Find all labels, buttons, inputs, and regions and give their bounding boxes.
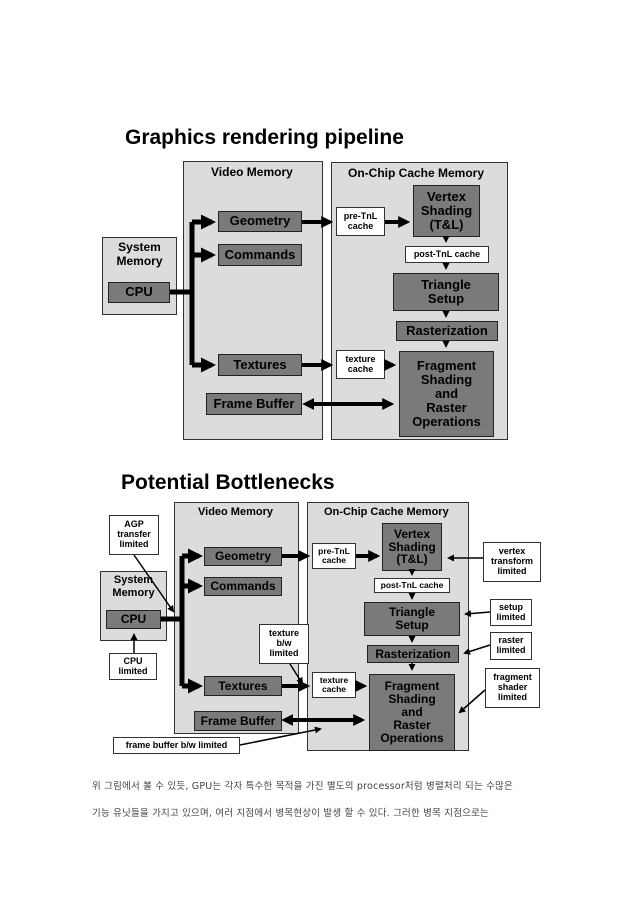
body-text-line-2: 기능 유닛들을 가지고 있으며, 여러 지점에서 병목현상이 발생 할 수 있다… — [92, 808, 489, 819]
diagram2-triangle-setup-box: Triangle Setup — [364, 602, 460, 636]
diagram2-textures-box: Textures — [204, 676, 282, 696]
diagram2-fragment-shader-limited: fragment shader limited — [485, 668, 540, 708]
diagram1-rasterization-box: Rasterization — [396, 321, 498, 341]
d2-fb-bw-pointer — [239, 726, 322, 746]
d2-fragment-pointer — [458, 689, 486, 714]
diagram1-cpu-box: CPU — [108, 282, 170, 303]
diagram2-frame-buffer-bw-limited: frame buffer b/w limited — [113, 737, 240, 754]
diagram2-cpu-limited: CPU limited — [109, 653, 157, 680]
diagram2-agp-limited: AGP transfer limited — [109, 515, 159, 555]
diagram2-raster-limited: raster limited — [490, 632, 532, 660]
diagram2-system-memory-label: System Memory — [112, 574, 155, 599]
diagram1-title: Graphics rendering pipeline — [125, 126, 404, 149]
diagram2-texture-bw-limited: texture b/w limited — [259, 624, 309, 664]
diagram1-frame-buffer-box: Frame Buffer — [206, 393, 302, 415]
diagram1-onchip-label: On-Chip Cache Memory — [348, 166, 485, 180]
diagram1-triangle-setup-box: Triangle Setup — [393, 273, 499, 311]
diagram1-fragment-box: Fragment Shading and Raster Operations — [399, 351, 494, 437]
diagram2-video-memory-label: Video Memory — [198, 506, 273, 518]
diagram2-onchip-label: On-Chip Cache Memory — [324, 506, 449, 518]
diagram1-video-memory-label: Video Memory — [211, 165, 293, 179]
diagram1-texture-cache: texture cache — [336, 350, 385, 379]
diagram2-fragment-box: Fragment Shading and Raster Operations — [369, 674, 455, 751]
diagram2-geometry-box: Geometry — [204, 547, 282, 566]
d2-setup-pointer — [464, 610, 491, 618]
diagram2-pre-tnl-cache: pre-TnL cache — [312, 543, 356, 569]
diagram2-rasterization-box: Rasterization — [367, 645, 459, 663]
diagram1-commands-box: Commands — [218, 244, 302, 266]
diagram1-system-memory-label: System Memory — [116, 240, 163, 268]
diagram1-textures-box: Textures — [218, 354, 302, 376]
diagram2-frame-buffer-box: Frame Buffer — [194, 711, 282, 731]
d2-raster-pointer — [463, 644, 491, 655]
diagram2-post-tnl-cache: post-TnL cache — [374, 578, 450, 593]
diagram2-title: Potential Bottlenecks — [121, 471, 335, 494]
diagram1-geometry-box: Geometry — [218, 211, 302, 232]
diagram2-cpu-box: CPU — [106, 610, 161, 629]
diagram2-commands-box: Commands — [204, 577, 282, 596]
diagram2-vertex-transform-limited: vertex transform limited — [483, 542, 541, 582]
diagram1-pre-tnl-cache: pre-TnL cache — [336, 207, 385, 236]
body-text-line-1: 위 그림에서 볼 수 있듯, GPU는 각자 특수한 목적을 가진 별도의 pr… — [92, 781, 513, 792]
diagram2-setup-limited: setup limited — [490, 599, 532, 626]
diagram1-post-tnl-cache: post-TnL cache — [405, 246, 489, 263]
d2-texture-bw-pointer — [289, 663, 304, 685]
diagram2-texture-cache: texture cache — [312, 672, 356, 698]
d2-agp-pointer — [133, 554, 175, 613]
